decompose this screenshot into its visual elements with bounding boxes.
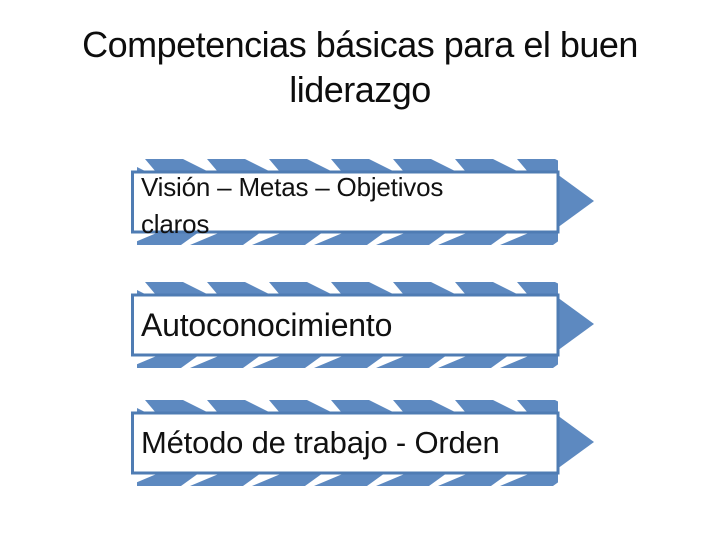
arrow-label: Autoconocimiento (141, 306, 393, 343)
arrow-band-top-notches (137, 400, 558, 413)
arrow-graphic (131, 400, 594, 486)
arrow-head (557, 174, 594, 228)
arrow-label: Método de trabajo - Orden (141, 425, 500, 460)
arrow-band-bottom-notches (137, 473, 558, 486)
arrow-shape-metodo: Método de trabajo - Orden (131, 400, 601, 486)
arrow-band-top-notches (137, 282, 558, 295)
arrow-graphic (131, 159, 594, 245)
arrow-text-box (131, 170, 560, 234)
arrow-text-box (131, 411, 560, 475)
arrow-label: Visión – Metas – Objetivos claros (141, 172, 444, 239)
arrow-shape-autoconocimiento: Autoconocimiento (131, 282, 601, 368)
page-title: Competencias básicas para el buen lidera… (82, 24, 638, 110)
arrow-text-box (131, 293, 560, 357)
arrow-graphic (131, 282, 594, 368)
arrow-band-top-notches (137, 159, 558, 172)
arrow-shape-vision: Visión – Metas – Objetivos claros (131, 159, 601, 245)
arrow-head (557, 415, 594, 469)
arrow-band-bottom-notches (137, 355, 558, 368)
arrow-band-bottom-notches (137, 232, 558, 245)
arrow-head (557, 297, 594, 351)
